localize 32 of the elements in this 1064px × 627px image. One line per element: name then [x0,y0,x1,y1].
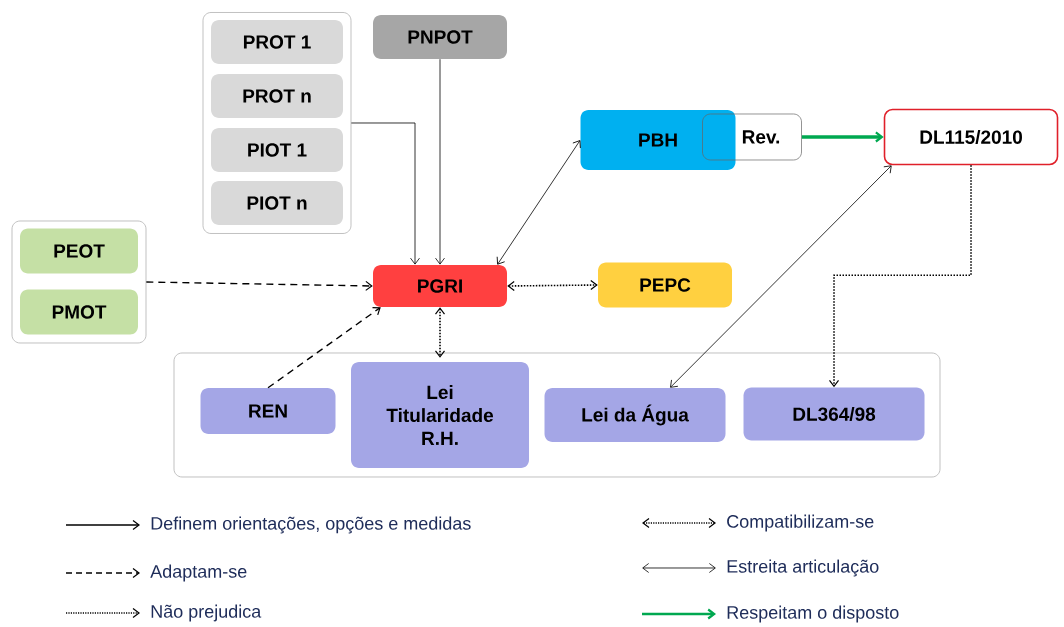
plan-box: PIOT n [211,181,343,225]
legend-text: Compatibilizam-se [727,514,874,532]
arrow [670,165,892,388]
legend-text: Definem orientações, opções e medidas [151,516,471,534]
legend-text: Respeitam o disposto [727,605,899,623]
law-box: DL115/2010 [883,108,1059,166]
plan-box: PEOT [20,228,138,274]
law-box: DL364/98 [743,387,925,441]
plan-box: PNPOT [373,15,507,59]
arrow [267,307,381,389]
arrow [145,280,373,291]
legend-text: Estreita articulação [727,559,879,577]
law-box: Lei Titularidade R.H. [351,362,529,468]
legend-text: Não prejudica [151,604,262,622]
revision-box: Rev. [702,113,802,161]
law-box: REN [200,388,336,434]
plan-box: PROT n [211,74,343,118]
arrow [801,131,884,143]
arrow [496,140,581,265]
plan-box: PIOT 1 [211,128,343,172]
plan-box: PBH [580,110,736,170]
plan-box: PROT 1 [211,20,343,64]
arrow [828,164,972,388]
plan-box: PGRI [373,265,507,307]
law-box: Lei da Água [544,388,726,442]
plan-box: PMOT [20,289,138,335]
plan-box: PEPC [598,262,732,308]
arrow [435,58,445,265]
arrow [507,279,598,292]
legend-text: Adaptam-se [150,564,247,582]
arrow [434,307,446,358]
arrow [350,122,420,265]
